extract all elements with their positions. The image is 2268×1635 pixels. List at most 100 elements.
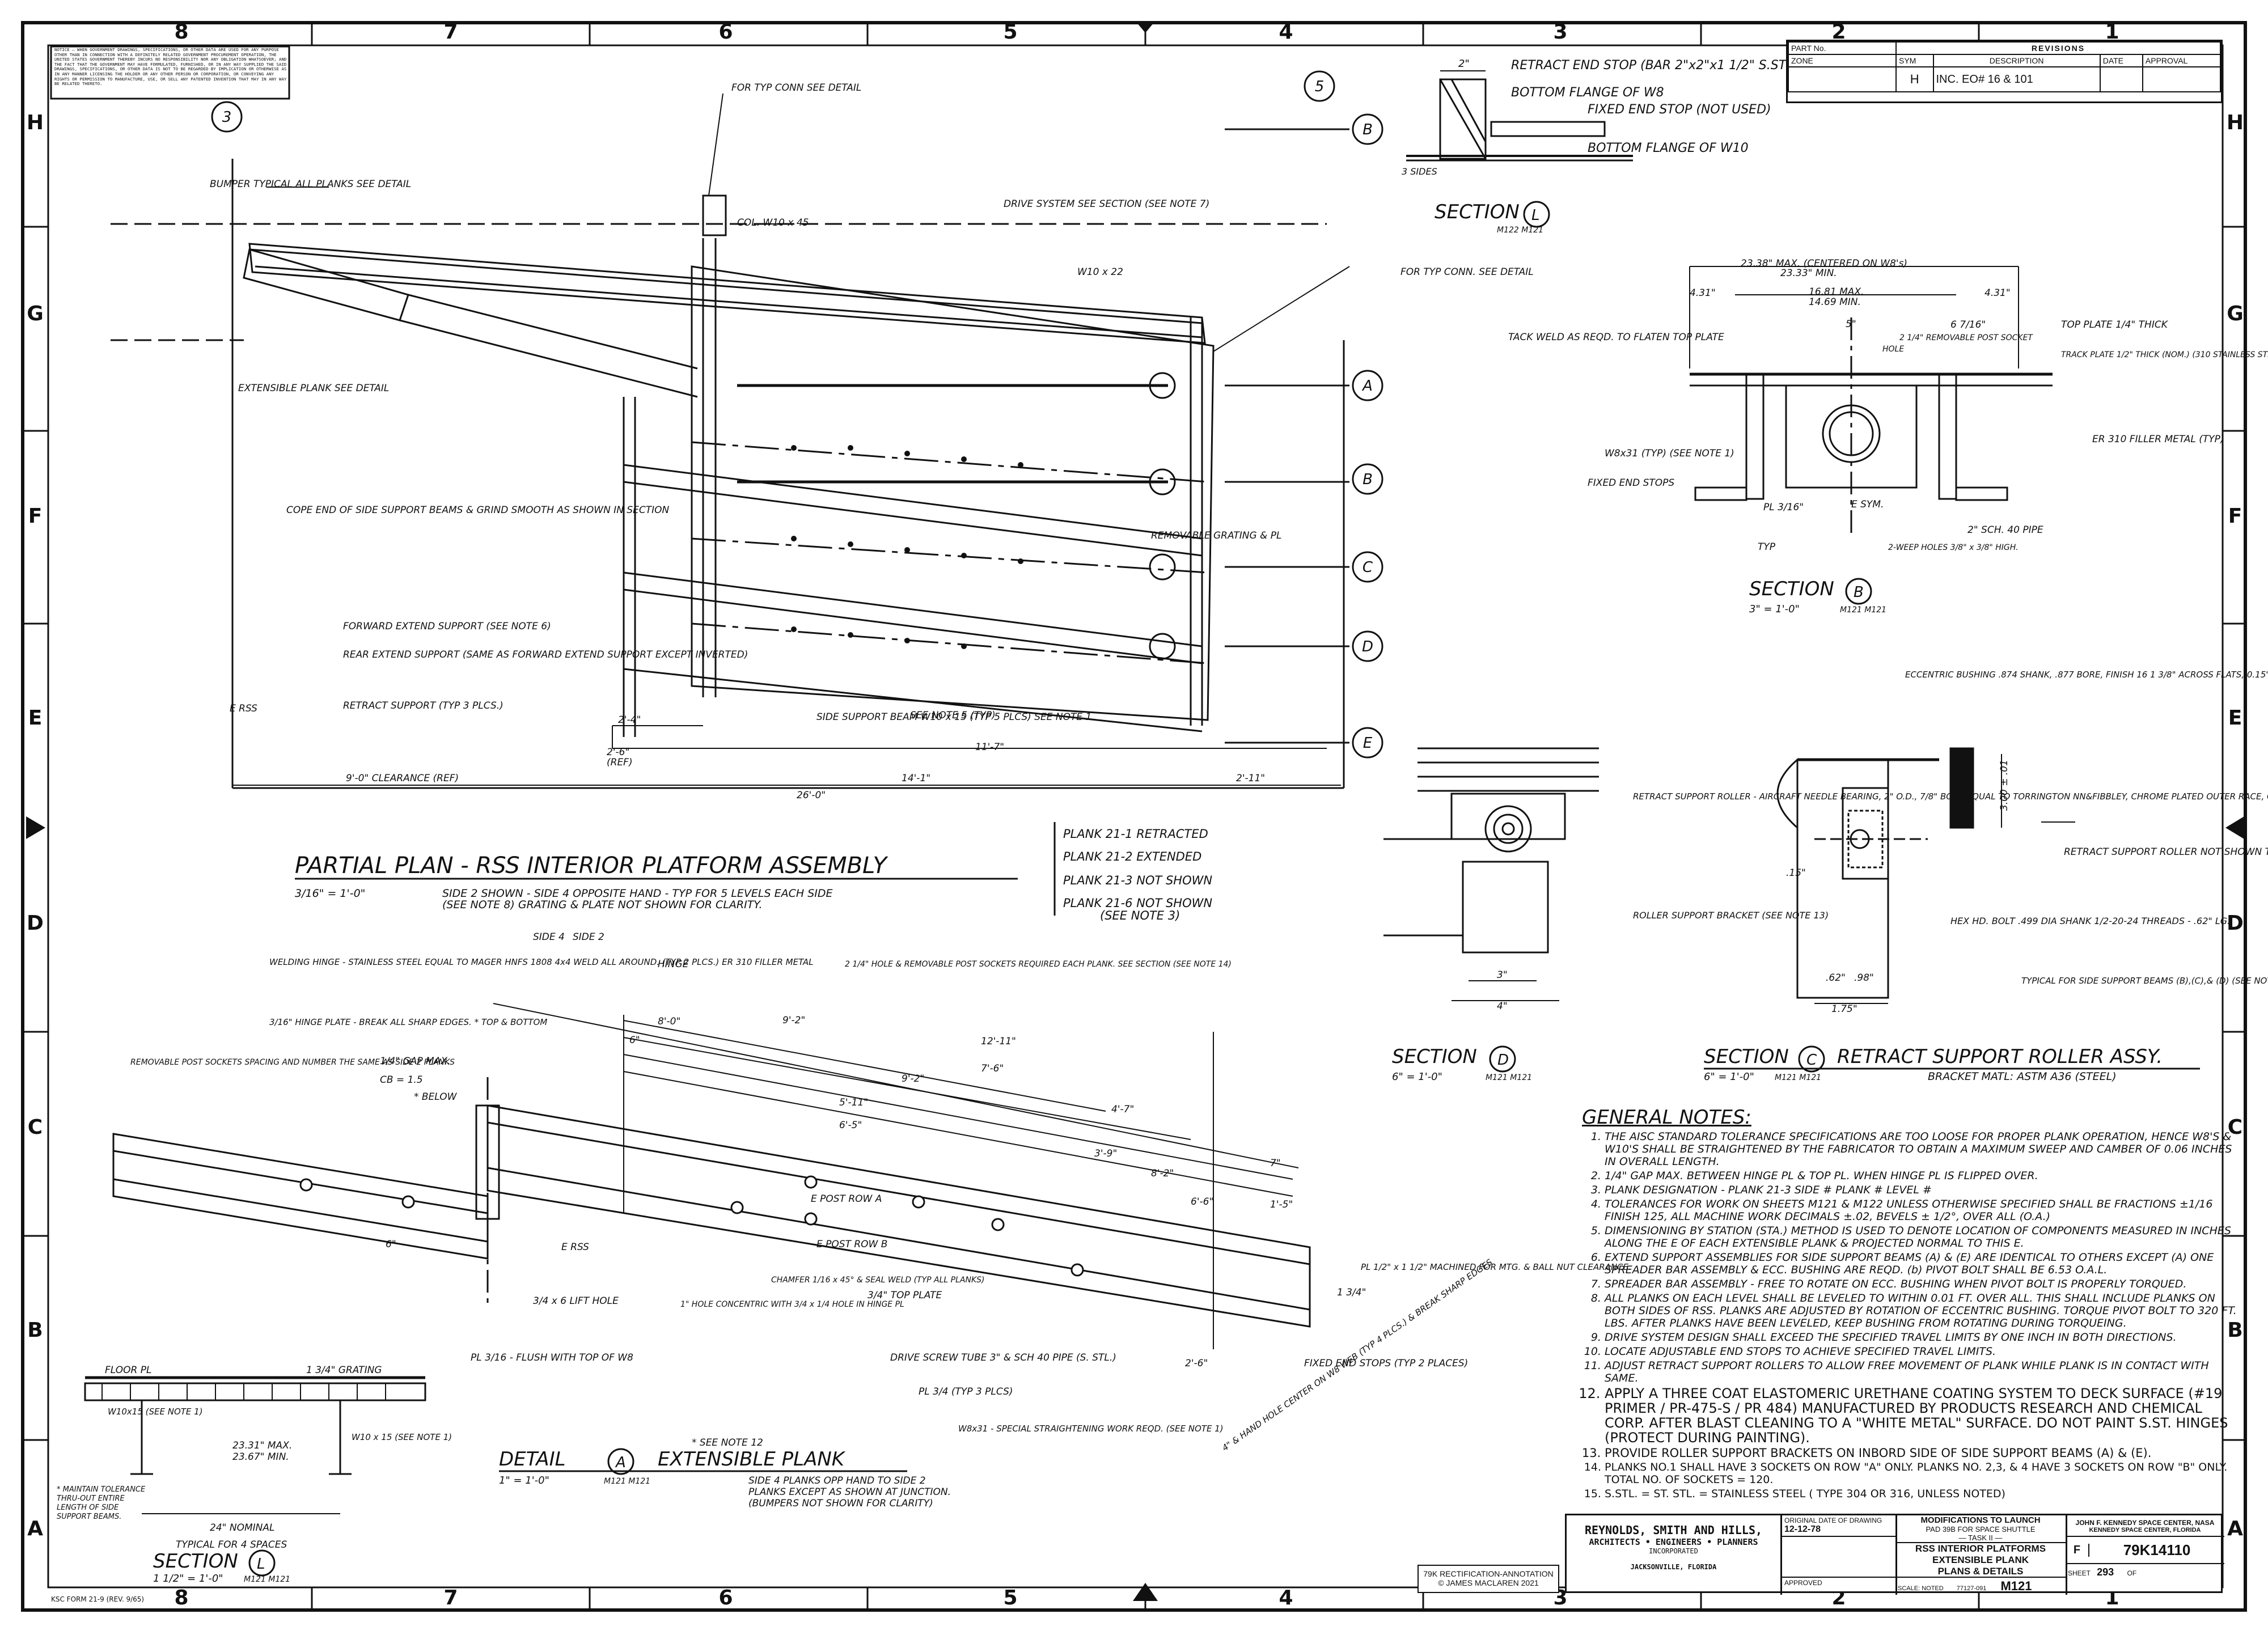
note-item: EXTEND SUPPORT ASSEMBLIES FOR SIDE SUPPO…: [1605, 1251, 2240, 1276]
row-label: C: [28, 1116, 43, 1139]
svg-text:M122 M121: M122 M121: [1497, 226, 1543, 235]
svg-text:W8x31 (TYP) (SEE NOTE 1): W8x31 (TYP) (SEE NOTE 1): [1605, 448, 1734, 459]
svg-text:ECCENTRIC BUSHING .874 SHANK,: ECCENTRIC BUSHING .874 SHANK, .877 BORE,…: [1905, 670, 2268, 680]
svg-text:RETRACT SUPPORT (TYP 3 PLCS.): RETRACT SUPPORT (TYP 3 PLCS.): [343, 700, 503, 711]
row-label: B: [27, 1319, 43, 1342]
svg-text:SIDE 2: SIDE 2: [573, 931, 604, 943]
row-label: C: [2228, 1116, 2242, 1139]
inner-border: [47, 44, 2224, 1589]
svg-text:FIXED END STOP (NOT USED): FIXED END STOP (NOT USED): [1588, 103, 1771, 117]
rev-col: SYM: [1895, 54, 1934, 67]
svg-text:EXTENSIBLE PLANK: EXTENSIBLE PLANK: [658, 1448, 846, 1471]
note-item: PLANK DESIGNATION - PLANK 21-3 SIDE # PL…: [1605, 1184, 2240, 1196]
col-label: 5: [1003, 1586, 1017, 1609]
svg-text:2": 2": [1458, 58, 1470, 70]
svg-text:B: B: [1363, 471, 1373, 488]
scale-value: NOTED: [1922, 1585, 1944, 1592]
row-label: E: [2228, 706, 2242, 730]
svg-text:14.69 MIN.: 14.69 MIN.: [1809, 296, 1861, 308]
row-label: F: [2228, 505, 2242, 528]
detail-a-drawing: [112, 1003, 1311, 1349]
svg-text:3 SIDES: 3 SIDES: [1402, 166, 1437, 177]
svg-text:W8x31 - SPECIAL STRAIGHTENING: W8x31 - SPECIAL STRAIGHTENING WORK REQD.…: [958, 1424, 1224, 1434]
note-item: DIMENSIONING BY STATION (STA.) METHOD IS…: [1605, 1225, 2240, 1249]
svg-text:(REF): (REF): [607, 757, 633, 768]
svg-text:16.81 MAX.: 16.81 MAX.: [1809, 286, 1864, 298]
svg-text:BRACKET MATL: ASTM A36 (STEEL): BRACKET MATL: ASTM A36 (STEEL): [1928, 1070, 2117, 1083]
svg-text:SECTION: SECTION: [1435, 201, 1520, 223]
svg-text:HOLE: HOLE: [1882, 345, 1904, 354]
svg-text:E RSS: E RSS: [230, 703, 257, 714]
annotation-line-2: © JAMES MACLAREN 2021: [1438, 1578, 1539, 1587]
svg-text:BOTTOM FLANGE OF W10: BOTTOM FLANGE OF W10: [1588, 141, 1749, 155]
rev-date: [2099, 66, 2143, 92]
svg-text:26'-0": 26'-0": [797, 790, 826, 801]
row-label: G: [27, 302, 44, 325]
svg-text:BUMPER TYPICAL ALL PLANKS SEE: BUMPER TYPICAL ALL PLANKS SEE DETAIL: [210, 179, 411, 190]
svg-text:B: B: [1363, 121, 1373, 138]
svg-text:6'-5": 6'-5": [839, 1120, 862, 1131]
svg-text:3/16" HINGE PLATE - BREAK ALL: 3/16" HINGE PLATE - BREAK ALL SHARP EDGE…: [269, 1017, 547, 1027]
note-item: APPLY A THREE COAT ELASTOMERIC URETHANE …: [1605, 1386, 2240, 1445]
row-label: D: [2227, 912, 2244, 935]
svg-text:* SEE NOTE 12: * SEE NOTE 12: [692, 1437, 763, 1448]
svg-text:E RSS: E RSS: [561, 1242, 589, 1253]
svg-text:6'-6": 6'-6": [1191, 1196, 1213, 1208]
svg-text:SECTION: SECTION: [1749, 578, 1834, 600]
svg-text:2 1/4" HOLE & REMOVABLE POST S: 2 1/4" HOLE & REMOVABLE POST SOCKETS REQ…: [845, 960, 1232, 969]
row-label: E: [28, 706, 43, 730]
rev-approval: [2142, 66, 2222, 92]
svg-text:L: L: [257, 1556, 265, 1573]
svg-text:6": 6": [386, 1239, 396, 1250]
svg-text:23.67" MIN.: 23.67" MIN.: [232, 1451, 289, 1463]
svg-text:E: E: [1363, 735, 1373, 752]
svg-text:PL 1/2" x 1 1/2" MACHINED FOR: PL 1/2" x 1 1/2" MACHINED FOR MTG. & BAL…: [1361, 1262, 1631, 1272]
svg-text:M121 M121: M121 M121: [1840, 605, 1886, 615]
col-label: 7: [443, 20, 458, 44]
svg-text:FOR TYP CONN. SEE DETAIL: FOR TYP CONN. SEE DETAIL: [1400, 266, 1534, 278]
svg-text:3/4" TOP PLATE: 3/4" TOP PLATE: [868, 1290, 942, 1301]
sheet-title-1: RSS INTERIOR PLATFORMS: [1915, 1543, 2046, 1554]
row-label: A: [27, 1517, 43, 1540]
svg-text:6" = 1'-0": 6" = 1'-0": [1704, 1071, 1754, 1083]
svg-text:6" = 1'-0": 6" = 1'-0": [1392, 1071, 1442, 1083]
col-label: 8: [174, 1586, 188, 1609]
svg-text:3" = 1'-0": 3" = 1'-0": [1749, 603, 1800, 615]
col-label: 3: [1553, 20, 1567, 44]
sheet-title-3: PLANS & DETAILS: [1937, 1566, 2024, 1577]
svg-text:TYPICAL FOR SIDE SUPPORT BEAMS: TYPICAL FOR SIDE SUPPORT BEAMS (B),(C),&…: [2021, 976, 2268, 986]
col-label: 4: [1279, 20, 1293, 44]
svg-text:W10 x 15 (SEE NOTE 1): W10 x 15 (SEE NOTE 1): [352, 1432, 452, 1442]
svg-text:1/4" GAP MAX.: 1/4" GAP MAX.: [380, 1056, 450, 1067]
svg-text:12'-11": 12'-11": [981, 1036, 1016, 1047]
svg-text:M121 M121: M121 M121: [1486, 1073, 1532, 1082]
svg-text:L: L: [1531, 207, 1540, 224]
col-label: 4: [1279, 1586, 1293, 1609]
svg-text:2'-4": 2'-4": [618, 714, 641, 726]
note-item: 1/4" GAP MAX. BETWEEN HINGE PL & TOP PL.…: [1605, 1170, 2240, 1182]
col-label: 8: [174, 20, 188, 44]
svg-text:M121 M121: M121 M121: [244, 1575, 290, 1584]
svg-text:6": 6": [629, 1035, 640, 1046]
title-block: REYNOLDS, SMITH AND HILLS, ARCHITECTS • …: [1565, 1514, 2224, 1595]
part-no-label: PART No.: [1788, 41, 1897, 55]
svg-text:3/16" = 1'-0": 3/16" = 1'-0": [295, 887, 365, 900]
svg-text:TYP: TYP: [1758, 541, 1776, 553]
svg-text:PARTIAL PLAN - RSS INTERIOR PL: PARTIAL PLAN - RSS INTERIOR PLATFORM ASS…: [295, 853, 889, 879]
svg-text:24" NOMINAL: 24" NOMINAL: [210, 1522, 274, 1534]
svg-text:FOR TYP CONN SEE DETAIL: FOR TYP CONN SEE DETAIL: [731, 82, 861, 94]
note-item: PROVIDE ROLLER SUPPORT BRACKETS ON INBOR…: [1605, 1447, 2240, 1459]
svg-text:11'-7": 11'-7": [975, 742, 1004, 753]
annotation-line-1: 79K RECTIFICATION-ANNOTATION: [1423, 1569, 1554, 1578]
col-label: 7: [443, 1586, 458, 1609]
scale-label: SCALE:: [1898, 1585, 1920, 1592]
svg-text:SIDE 4: SIDE 4: [533, 931, 565, 943]
svg-text:3: 3: [222, 109, 232, 126]
svg-text:4'-7": 4'-7": [1111, 1104, 1134, 1115]
original-date-label: ORIGINAL DATE OF DRAWING: [1784, 1517, 1882, 1524]
svg-text:4.31": 4.31": [1984, 287, 2011, 299]
mod-pad: PAD 39B FOR SPACE SHUTTLE: [1926, 1525, 2036, 1534]
rev-zone: [1788, 66, 1897, 92]
of-label: OF: [2127, 1569, 2137, 1577]
svg-text:SECTION: SECTION: [153, 1550, 238, 1573]
